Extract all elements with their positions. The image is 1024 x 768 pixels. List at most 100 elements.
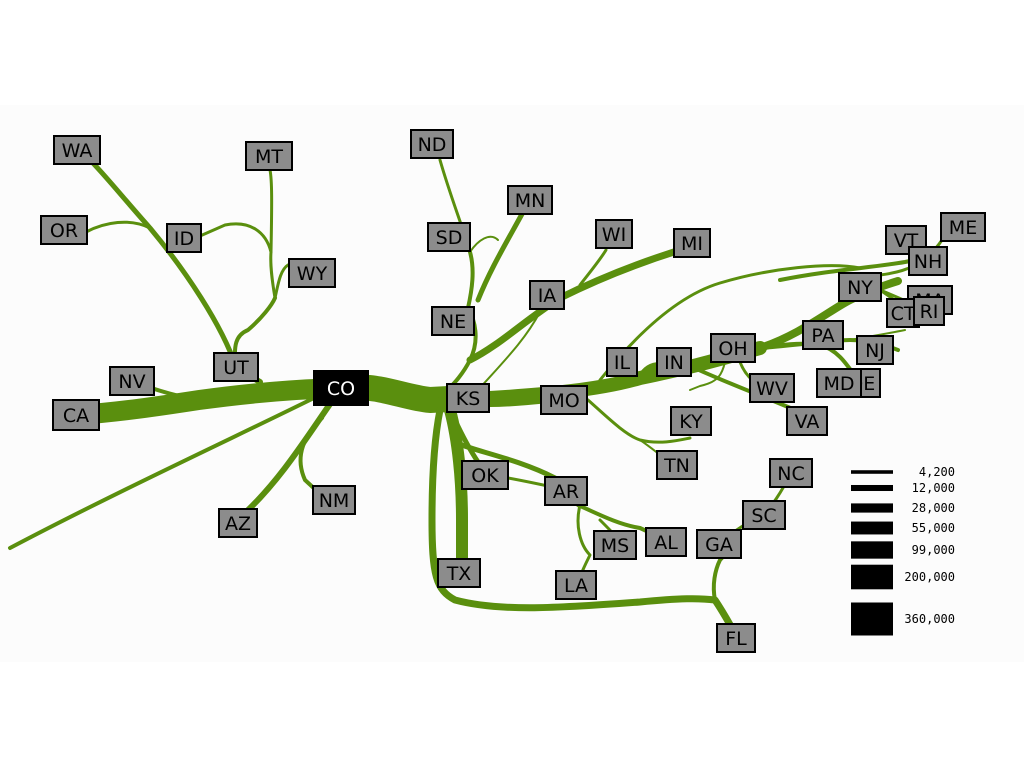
state-label: VA: [795, 411, 820, 433]
state-label: ME: [949, 217, 977, 239]
state-node-nh: NH: [908, 246, 948, 276]
state-box: [245, 141, 293, 171]
state-label: ND: [418, 134, 447, 156]
state-node-ne: NE: [431, 306, 475, 336]
state-label: OR: [50, 220, 78, 242]
legend-label: 28,000: [912, 501, 955, 515]
flow-line: [232, 296, 277, 369]
state-box: [769, 458, 813, 488]
state-box: [218, 508, 258, 538]
state-label: TX: [446, 563, 472, 585]
flow-line: [778, 256, 927, 282]
state-label: MD: [823, 373, 854, 395]
flow-line: [469, 235, 499, 253]
legend-swatch: [851, 503, 893, 513]
state-box: [461, 460, 509, 490]
state-node-al: AL: [645, 527, 687, 557]
state-label: IN: [664, 352, 684, 374]
state-box: [213, 352, 259, 382]
flow-line: [444, 404, 468, 576]
flow-line: [578, 248, 608, 287]
state-box: [52, 399, 100, 431]
state-node-ga: GA: [696, 529, 742, 559]
state-node-in: IN: [656, 347, 692, 377]
state-node-wi: WI: [595, 219, 633, 249]
state-node-md: MD: [816, 368, 862, 398]
state-box: [786, 406, 828, 436]
state-node-mi: MI: [673, 228, 711, 258]
state-node-sd: SD: [427, 222, 471, 252]
state-label: FL: [725, 628, 747, 650]
state-box: [288, 258, 336, 288]
flow-line: [598, 264, 862, 382]
legend-swatch: [851, 541, 893, 559]
state-box: [437, 558, 481, 588]
state-label: KY: [679, 411, 703, 433]
state-label: CT: [891, 303, 916, 325]
state-box: [312, 485, 356, 515]
state-box: [431, 306, 475, 336]
state-box: [716, 623, 756, 653]
state-box: [595, 219, 633, 249]
flow-line: [576, 503, 668, 542]
state-label: MT: [255, 146, 283, 168]
state-label: WV: [756, 378, 788, 400]
state-node-mt: MT: [245, 141, 293, 171]
state-box: [908, 246, 948, 276]
state-box: [40, 215, 88, 245]
state-node-ri: RI: [913, 296, 945, 326]
state-label: GA: [705, 534, 733, 556]
state-label: UT: [223, 357, 249, 379]
state-label: NM: [319, 490, 350, 512]
legend-label: 55,000: [912, 521, 955, 535]
state-label: PA: [811, 325, 834, 347]
state-label: OK: [471, 465, 499, 487]
state-label: MN: [515, 190, 546, 212]
state-node-wy: WY: [288, 258, 336, 288]
legend-label: 99,000: [912, 543, 955, 557]
state-node-wa: WA: [53, 135, 101, 165]
state-box: [166, 223, 202, 253]
state-node-nm: NM: [312, 485, 356, 515]
legend-label: 200,000: [904, 570, 955, 584]
flow-line: [298, 416, 324, 494]
state-label: NH: [914, 251, 943, 273]
state-node-ks: KS: [446, 383, 490, 413]
legend-swatch: [851, 521, 893, 535]
state-box: [710, 333, 756, 363]
state-node-tx: TX: [437, 558, 481, 588]
state-label: LA: [564, 575, 588, 597]
state-label: IL: [614, 352, 631, 374]
state-node-ny: NY: [838, 272, 882, 302]
state-label: TN: [663, 455, 690, 477]
state-label: IA: [538, 285, 557, 307]
flow-legend: 4,20012,00028,00055,00099,000200,000360,…: [851, 465, 955, 636]
state-box: [656, 347, 692, 377]
state-label: ID: [174, 228, 194, 250]
state-node-tn: TN: [656, 450, 698, 480]
state-box: [427, 222, 471, 252]
state-box: [540, 385, 588, 415]
state-node-mn: MN: [507, 185, 553, 215]
state-box: [838, 272, 882, 302]
state-box: [913, 296, 945, 326]
flow-line: [198, 222, 273, 254]
state-label: WI: [602, 224, 626, 246]
state-box: [544, 476, 588, 506]
state-node-me: ME: [940, 212, 986, 242]
state-label: AZ: [225, 513, 251, 535]
state-node-ok: OK: [461, 460, 509, 490]
state-box: [940, 212, 986, 242]
flow-line: [477, 311, 541, 391]
state-node-ia: IA: [529, 280, 565, 310]
state-box: [507, 185, 553, 215]
state-box: [656, 450, 698, 480]
state-label: OH: [718, 338, 747, 360]
flow-line: [711, 542, 737, 602]
flow-line: [438, 250, 478, 398]
state-box: [742, 500, 786, 530]
state-node-co: CO: [313, 370, 369, 406]
legend-label: 360,000: [904, 612, 955, 626]
